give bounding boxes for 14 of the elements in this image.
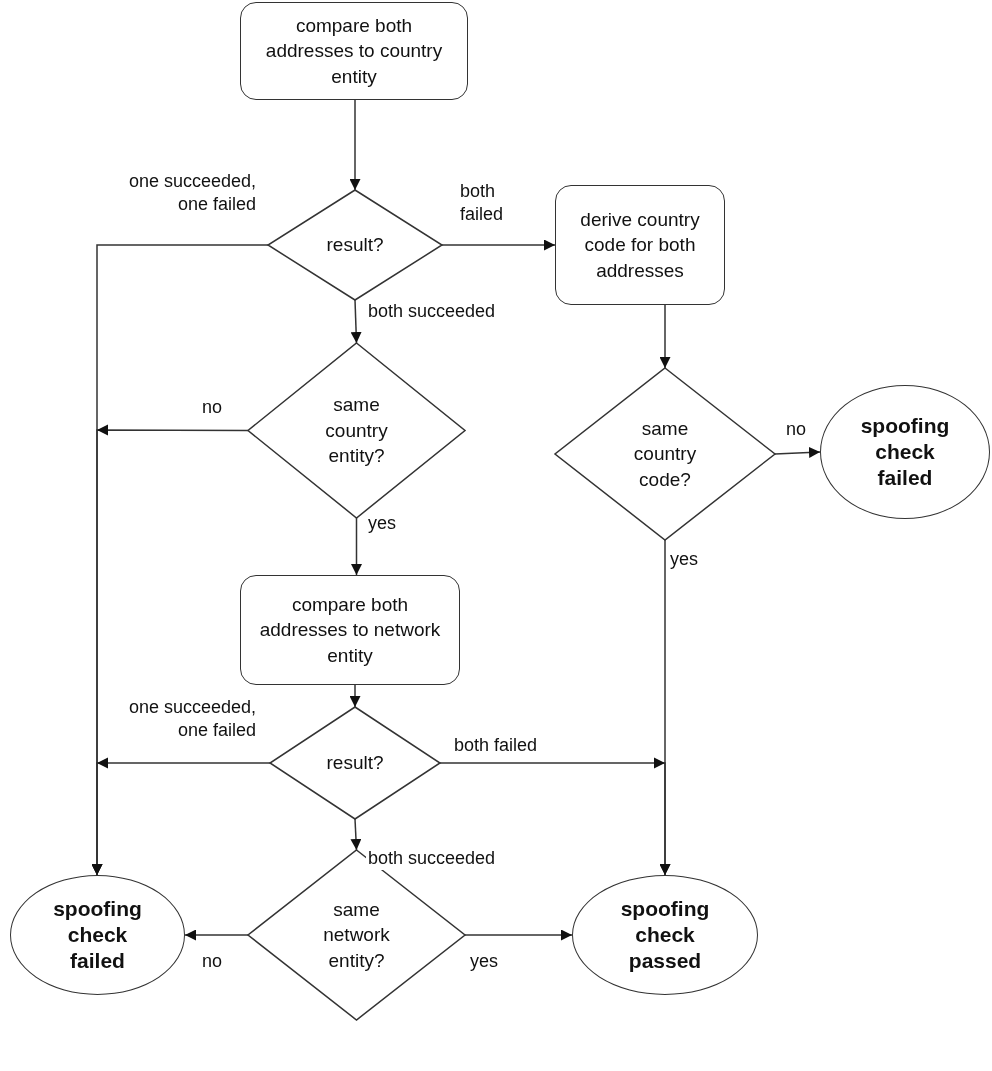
node-label: same country entity?	[324, 393, 389, 469]
process-box	[555, 185, 725, 305]
node-label: result?	[325, 751, 385, 776]
node-label: derive country code for both addresses	[579, 207, 701, 283]
node-label: spoofing check failed	[859, 412, 951, 492]
node-label: spoofing check passed	[619, 895, 711, 975]
node-label: compare both addresses to country entity	[264, 13, 444, 89]
node-label: same country code?	[632, 416, 698, 492]
node-label: compare both addresses to network entity	[258, 592, 442, 668]
process-box	[240, 2, 468, 100]
node-label: same network entity?	[322, 897, 391, 973]
process-box	[240, 575, 460, 685]
node-label: result?	[325, 233, 385, 258]
node-label: spoofing check failed	[52, 895, 143, 975]
